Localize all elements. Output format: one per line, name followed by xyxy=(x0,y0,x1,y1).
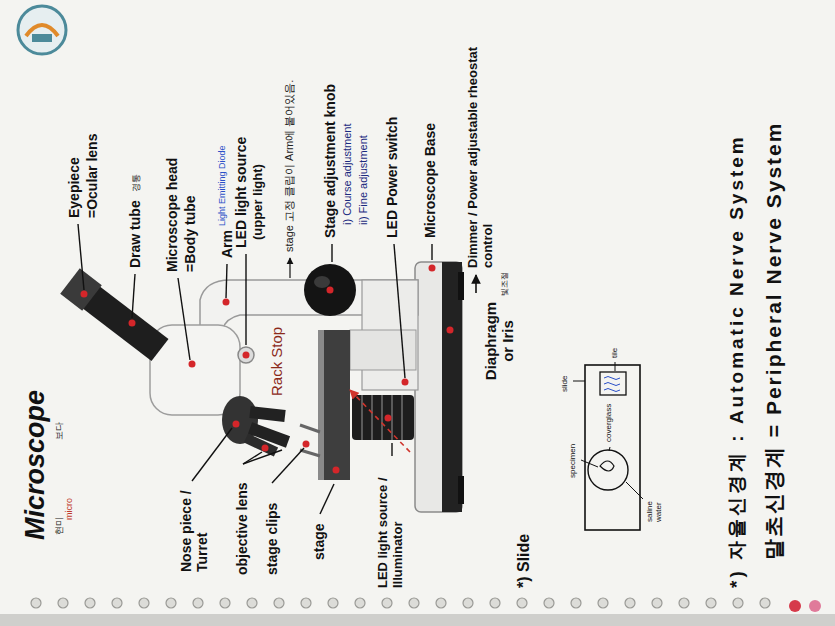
annotation: 경통 xyxy=(131,174,141,192)
dashed-pointer xyxy=(350,390,410,452)
note-arrow xyxy=(289,258,290,278)
part-label: Dimmer / Power adjustable rheostat contr… xyxy=(466,23,496,268)
annotation: 현미 xyxy=(54,517,64,535)
part-label: LED light source / Illuminator xyxy=(376,463,406,588)
sketch-label: saline water xyxy=(645,490,663,522)
microscope xyxy=(70,262,464,512)
page-edge xyxy=(0,614,835,626)
tab-marker xyxy=(809,600,821,612)
part-label: =Ocular lens xyxy=(84,134,100,218)
part-label: (upper light) xyxy=(251,164,266,240)
sketch-label: tile xyxy=(610,348,619,358)
sub-label: i) Course adjustment xyxy=(341,124,354,226)
part-label: stage clips xyxy=(264,503,280,575)
part-label: LED light source xyxy=(233,137,249,248)
page-title: Microscope xyxy=(20,390,51,540)
school-logo xyxy=(18,6,66,54)
tab-marker xyxy=(789,600,801,612)
annotation: Light Emitting Diode xyxy=(217,145,227,226)
pointer-arrow xyxy=(475,275,477,293)
sub-label: ii) Fine adjustment xyxy=(357,135,370,225)
annotation: 빛조절 xyxy=(500,272,509,296)
note: stage 고정 클립이 Arm에 붙어있음. xyxy=(283,80,296,252)
part-label: Eyepiece xyxy=(66,157,82,218)
sketch-label: slide xyxy=(560,376,569,392)
part-label: Diaphragm or Iris xyxy=(482,297,517,385)
part-label: Draw tube xyxy=(127,200,143,268)
part-label: LED Power switch xyxy=(384,117,400,238)
sketch-label: coverglass xyxy=(604,404,613,442)
section-heading: *) Slide xyxy=(515,534,533,588)
part-label: Arm xyxy=(219,230,235,258)
sketch-label: specimen xyxy=(568,444,577,478)
note-line: *) 자율신경계 : Automatic Nerve System xyxy=(726,134,748,588)
part-label: Nose piece / Turret xyxy=(178,480,210,572)
binding-holes xyxy=(31,598,770,608)
annotation: 보다 xyxy=(54,422,64,440)
part-markers xyxy=(81,265,454,474)
annotation: micro xyxy=(64,498,74,520)
slide-sketch xyxy=(585,365,640,530)
part-label: Microscope Base xyxy=(422,123,438,238)
part-label: =Body tube xyxy=(182,195,198,272)
part-label: Rack Stop xyxy=(268,327,285,396)
part-label: stage xyxy=(311,523,327,560)
part-label: Stage adjustment knob xyxy=(322,84,338,238)
slide-leaders xyxy=(573,362,643,499)
part-label: Microscope head xyxy=(164,158,180,272)
part-label: objective lens xyxy=(234,482,250,575)
note-line: 말초신경계 = Peripheral Nerve System xyxy=(762,122,786,560)
